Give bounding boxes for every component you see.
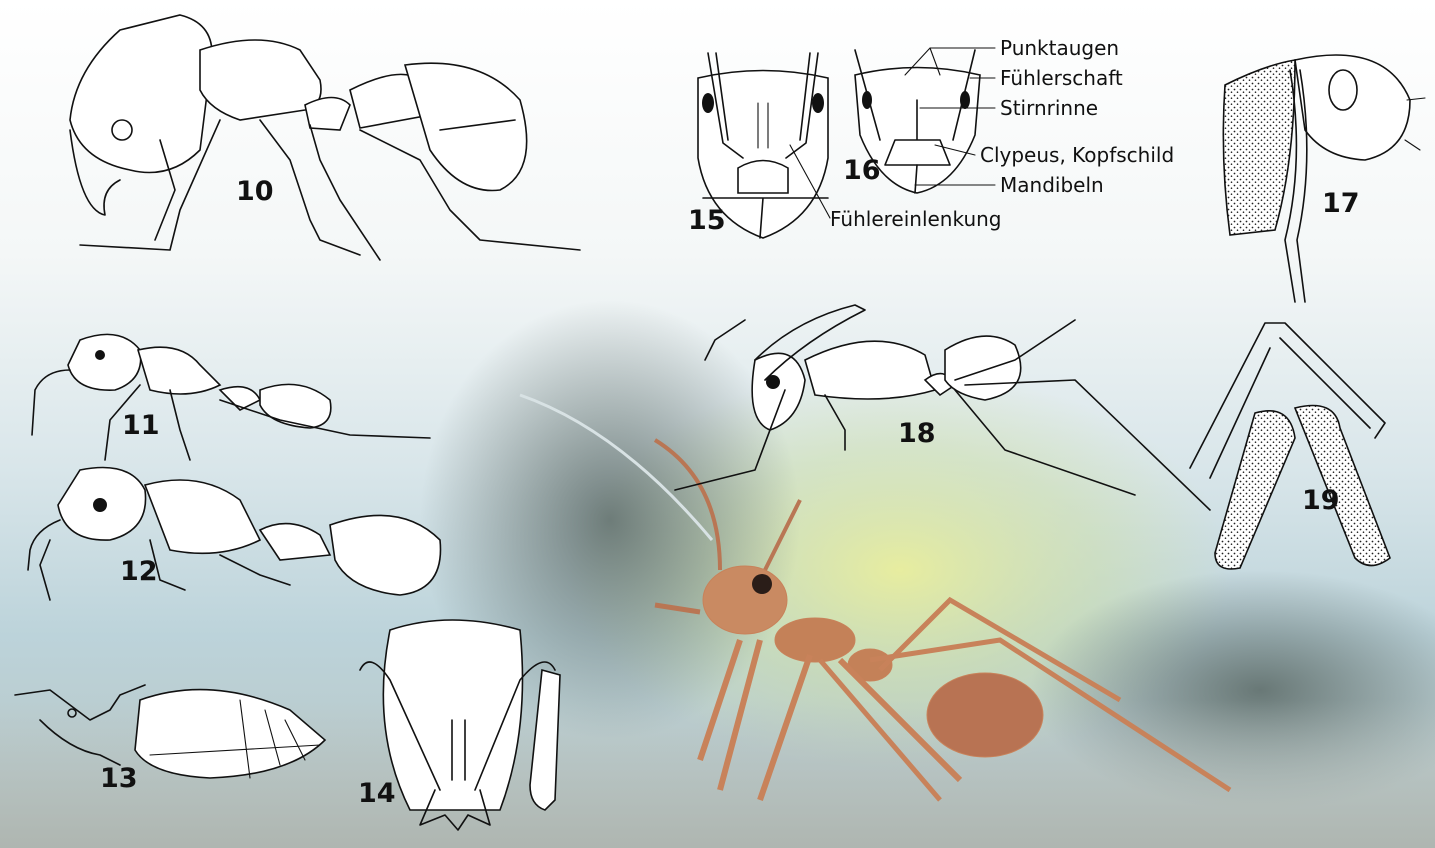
figure-17-number: 17 xyxy=(1322,188,1360,219)
figure-18-drawing xyxy=(655,300,1215,515)
label-antenna-scape: Fühlerschaft xyxy=(1000,66,1123,90)
label-frontal-groove: Stirnrinne xyxy=(1000,96,1098,120)
label-antenna-insertion: Fühlereinlenkung xyxy=(830,207,1002,231)
label-clypeus: Clypeus, Kopfschild xyxy=(980,143,1174,167)
figure-19-drawing xyxy=(1185,318,1420,583)
label-ocelli: Punktaugen xyxy=(1000,36,1119,60)
figure-19-number: 19 xyxy=(1302,485,1340,516)
label-mandibles: Mandibeln xyxy=(1000,173,1104,197)
figure-18-number: 18 xyxy=(898,418,936,449)
figure-17-drawing xyxy=(1215,40,1430,305)
